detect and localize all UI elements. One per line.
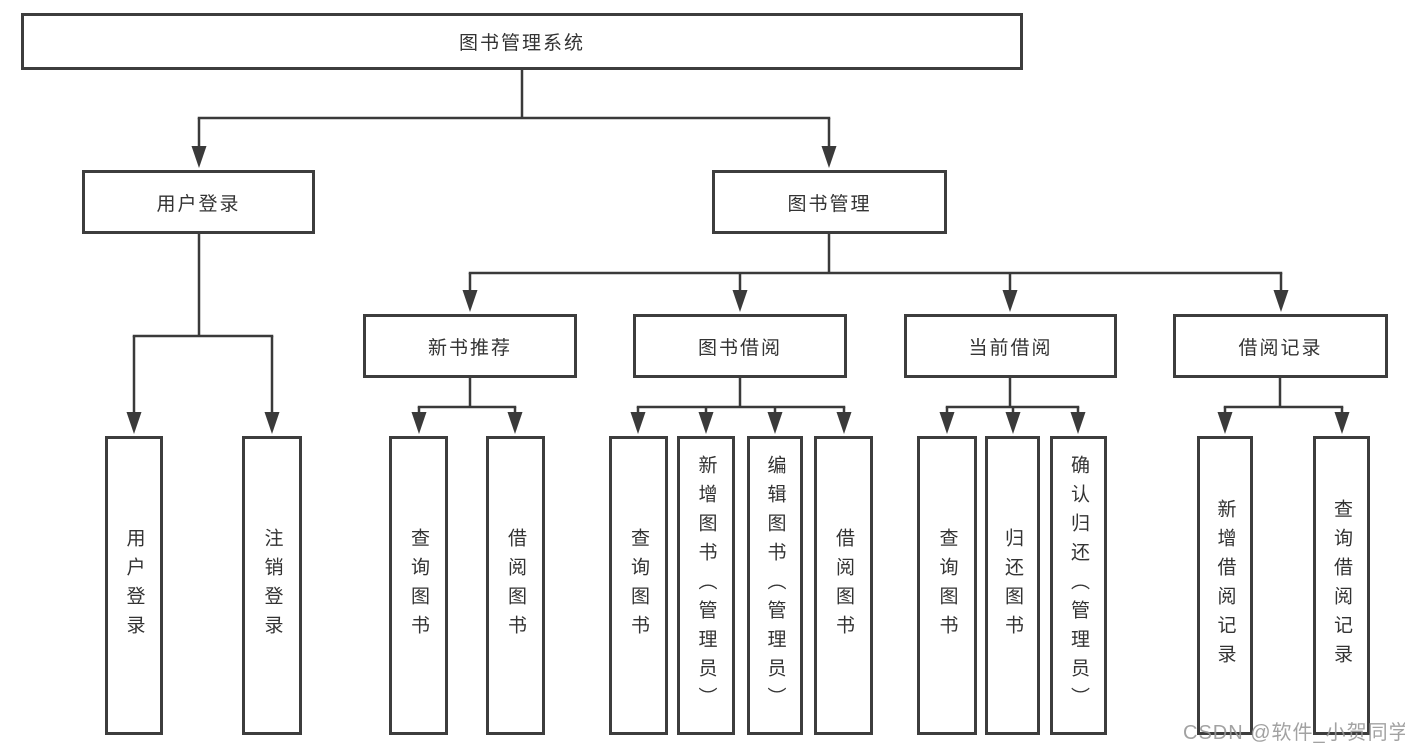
leaf-query-borrow-record: 查询借阅记录 (1313, 436, 1370, 735)
leaf-confirm-return-admin-label: 确认归还（管理员） (1068, 455, 1089, 716)
leaf-user-login-label: 用户登录 (123, 527, 145, 644)
connector-current-split (945, 376, 1080, 409)
leaf-query-books-recommend-label: 查询图书 (408, 527, 429, 644)
leaf-borrow-books-borrowing-label: 借阅图书 (833, 527, 854, 644)
leaf-add-books-admin: 新增图书（管理员） (677, 436, 735, 735)
connector-records-split (1223, 376, 1344, 409)
connector-borrowing-split (636, 376, 846, 409)
leaf-return-books-label: 归还图书 (1002, 527, 1023, 644)
node-book-management: 图书管理 (712, 170, 947, 234)
node-user-login-label: 用户登录 (156, 193, 241, 215)
node-new-book-recommend-label: 新书推荐 (427, 337, 512, 359)
leaf-add-borrow-record: 新增借阅记录 (1197, 436, 1253, 735)
leaf-edit-books-admin: 编辑图书（管理员） (747, 436, 803, 735)
leaf-query-books-recommend: 查询图书 (389, 436, 448, 735)
node-book-management-label: 图书管理 (787, 193, 872, 215)
node-borrowing-records-label: 借阅记录 (1238, 337, 1323, 359)
node-current-borrowing-label: 当前借阅 (968, 337, 1053, 359)
connector-root-split (197, 68, 831, 120)
node-user-login: 用户登录 (82, 170, 315, 234)
watermark: CSDN @软件_小贺同学 (1183, 722, 1405, 744)
leaf-query-books-current: 查询图书 (917, 436, 977, 735)
leaf-logout-label: 注销登录 (261, 527, 283, 644)
node-new-book-recommend: 新书推荐 (363, 314, 577, 378)
leaf-query-borrow-record-label: 查询借阅记录 (1331, 498, 1352, 673)
leaf-query-books-borrowing: 查询图书 (609, 436, 668, 735)
leaf-logout: 注销登录 (242, 436, 302, 735)
node-book-borrowing: 图书借阅 (633, 314, 847, 378)
node-book-borrowing-label: 图书借阅 (697, 337, 782, 359)
leaf-borrow-books-recommend: 借阅图书 (486, 436, 545, 735)
leaf-borrow-books-recommend-label: 借阅图书 (505, 527, 526, 644)
leaf-add-borrow-record-label: 新增借阅记录 (1214, 498, 1236, 673)
leaf-add-books-admin-label: 新增图书（管理员） (695, 455, 717, 716)
leaf-borrow-books-borrowing: 借阅图书 (814, 436, 873, 735)
connector-recommend-split (417, 376, 517, 409)
leaf-query-books-current-label: 查询图书 (936, 527, 958, 644)
connector-bookmgmt-split (468, 232, 1283, 275)
node-current-borrowing: 当前借阅 (904, 314, 1117, 378)
connector-userlogin-split (132, 232, 274, 338)
leaf-edit-books-admin-label: 编辑图书（管理员） (764, 455, 786, 716)
node-borrowing-records: 借阅记录 (1173, 314, 1388, 378)
leaf-return-books: 归还图书 (985, 436, 1040, 735)
leaf-user-login: 用户登录 (105, 436, 163, 735)
node-root-label: 图书管理系统 (458, 33, 585, 54)
node-root: 图书管理系统 (21, 13, 1023, 70)
leaf-confirm-return-admin: 确认归还（管理员） (1050, 436, 1107, 735)
leaf-query-books-borrowing-label: 查询图书 (628, 527, 649, 644)
connector-lines (132, 68, 1344, 409)
connector-arrows (126, 118, 1350, 434)
